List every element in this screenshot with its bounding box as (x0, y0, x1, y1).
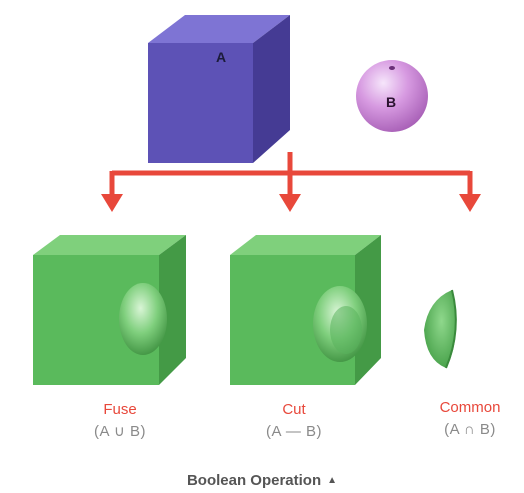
arrowheads (101, 194, 481, 212)
op-fuse-name: Fuse (103, 401, 137, 418)
sphere-b-label: B (386, 94, 396, 110)
operation-arrows (109, 152, 473, 198)
arrowhead-common-icon (459, 194, 481, 212)
sphere-b: B (356, 60, 428, 132)
cut-result (230, 235, 381, 385)
cube-a: A (148, 15, 290, 163)
triangle-up-icon: ▲ (327, 475, 338, 486)
op-common: Common (A ∩ B) (390, 399, 524, 439)
op-cut-name: Cut (282, 401, 306, 418)
op-cut: Cut (A — B) (214, 401, 374, 441)
op-cut-formula: (A — B) (265, 423, 322, 440)
fuse-result (33, 235, 186, 385)
caption-text: Boolean Operation (186, 472, 322, 489)
op-common-name: Common (439, 399, 501, 416)
common-result (424, 289, 457, 369)
figure-caption: Boolean Operation ▲ (0, 472, 524, 489)
op-fuse-formula: (A ∪ B) (94, 423, 146, 440)
op-common-formula: (A ∩ B) (444, 421, 496, 438)
arrowhead-cut-icon (279, 194, 301, 212)
arrowhead-fuse-icon (101, 194, 123, 212)
cube-a-label: A (216, 49, 226, 65)
op-fuse: Fuse (A ∪ B) (40, 401, 200, 441)
